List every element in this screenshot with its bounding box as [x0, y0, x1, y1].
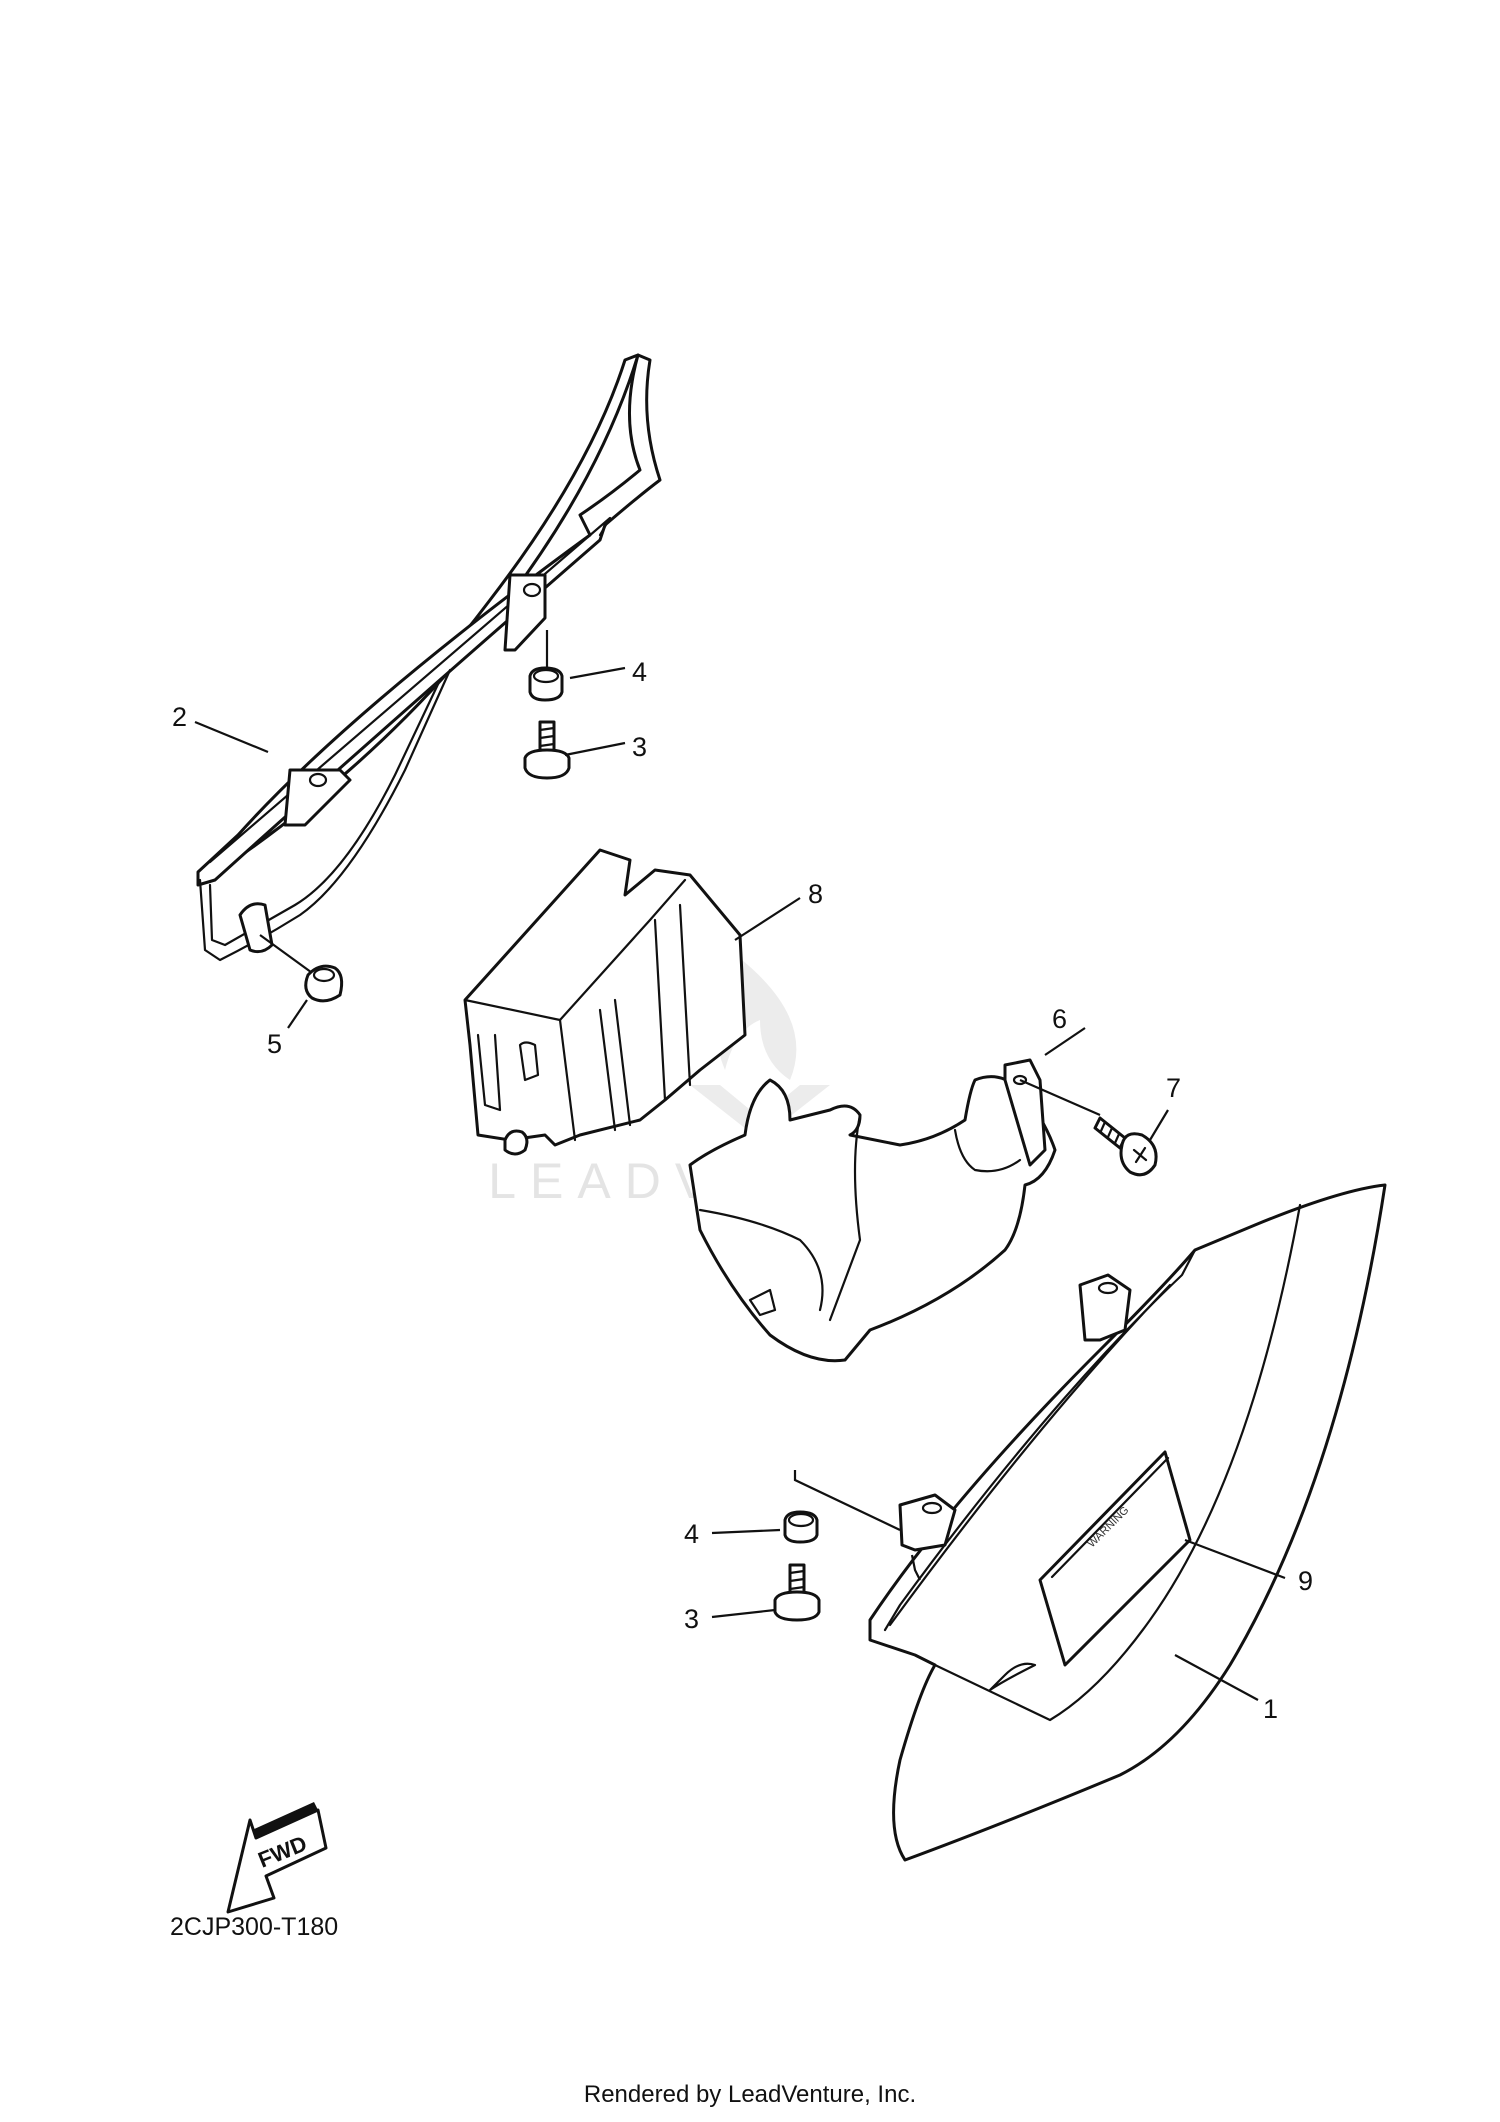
part-4-collar-lower: [783, 1470, 921, 1581]
footer-credit: Rendered by LeadVenture, Inc.: [584, 2081, 916, 2108]
part-9-warning-label: WARNING: [1038, 1450, 1192, 1667]
callout-4-lower: 4: [684, 1519, 699, 1549]
drawing-code: 2CJP300-T180: [170, 1913, 338, 1941]
callout-6: 6: [1052, 1004, 1067, 1034]
callout-numbers: 1 2 3 3 4 4 5 6 7 8 9: [172, 657, 1313, 1724]
part-5-grommet: [238, 902, 344, 1003]
part-4-collar-upper: [528, 630, 564, 702]
callout-2: 2: [172, 702, 187, 732]
part-8-box: [463, 848, 747, 1156]
callout-3-lower: 3: [684, 1604, 699, 1634]
part-7-screw: [1093, 1116, 1158, 1177]
fwd-arrow-icon: FWD: [226, 1802, 328, 1914]
part-6-bracket-cover: [688, 1058, 1101, 1363]
callout-7: 7: [1166, 1073, 1181, 1103]
callout-3-upper: 3: [632, 732, 647, 762]
callout-4-upper: 4: [632, 657, 647, 687]
part-3-screw-upper: [523, 720, 571, 780]
part-3-screw-lower: [773, 1563, 821, 1622]
leader-lines: [194, 666, 1286, 1701]
callout-1: 1: [1263, 1694, 1278, 1724]
callout-9: 9: [1298, 1566, 1313, 1596]
callout-8: 8: [808, 879, 823, 909]
callout-5: 5: [267, 1029, 282, 1059]
part-2-side-cover: [196, 353, 662, 962]
